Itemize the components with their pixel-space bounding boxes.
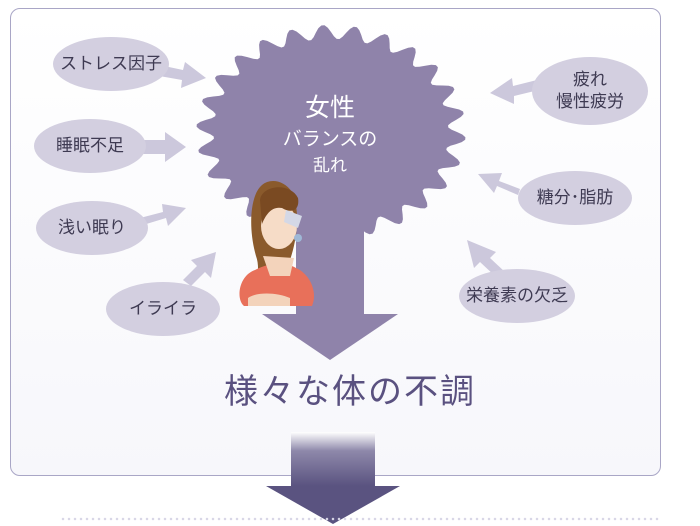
down-arrow-icon xyxy=(266,486,400,524)
bubble-irritation xyxy=(106,282,220,336)
arrow-light-sleep xyxy=(140,204,186,226)
bottom-arrow-stem xyxy=(291,432,375,486)
arrow-nutrition xyxy=(467,240,505,276)
cause-fatigue-line2: 慢性疲労 xyxy=(556,92,624,112)
cause-nutrition: 栄養素の欠乏 xyxy=(466,286,568,306)
arrow-sleep-lack xyxy=(140,132,186,162)
center-arrow-head xyxy=(262,314,398,360)
cause-fatigue-line1: 疲れ xyxy=(573,70,607,90)
center-title-line2: バランスの xyxy=(282,128,378,150)
bubble-light-sleep xyxy=(36,201,148,255)
arrow-fatigue xyxy=(490,78,547,104)
bubble-fatigue xyxy=(532,57,648,125)
bubble-sugar-fat xyxy=(518,171,632,225)
cause-stress: ストレス因子 xyxy=(60,54,162,74)
cause-light-sleep: 浅い眠り xyxy=(58,218,126,238)
woman-illustration xyxy=(239,180,315,306)
arrow-irritation xyxy=(183,252,216,286)
center-title-line1: 女性 xyxy=(304,93,355,122)
bottom-dotted-divider xyxy=(60,516,660,522)
arrow-sugar-fat xyxy=(478,173,520,195)
cause-sleep-lack: 睡眠不足 xyxy=(56,136,124,156)
center-title-line3: 乱れ xyxy=(313,156,347,176)
result-title: 様々な体の不調 xyxy=(224,372,476,412)
bubble-sleep-lack xyxy=(34,119,146,173)
cause-sugar-fat: 糖分･脂肪 xyxy=(536,188,614,208)
cause-irritation: イライラ xyxy=(129,299,197,319)
bubble-stress xyxy=(53,37,169,91)
bubble-nutrition xyxy=(459,269,575,323)
